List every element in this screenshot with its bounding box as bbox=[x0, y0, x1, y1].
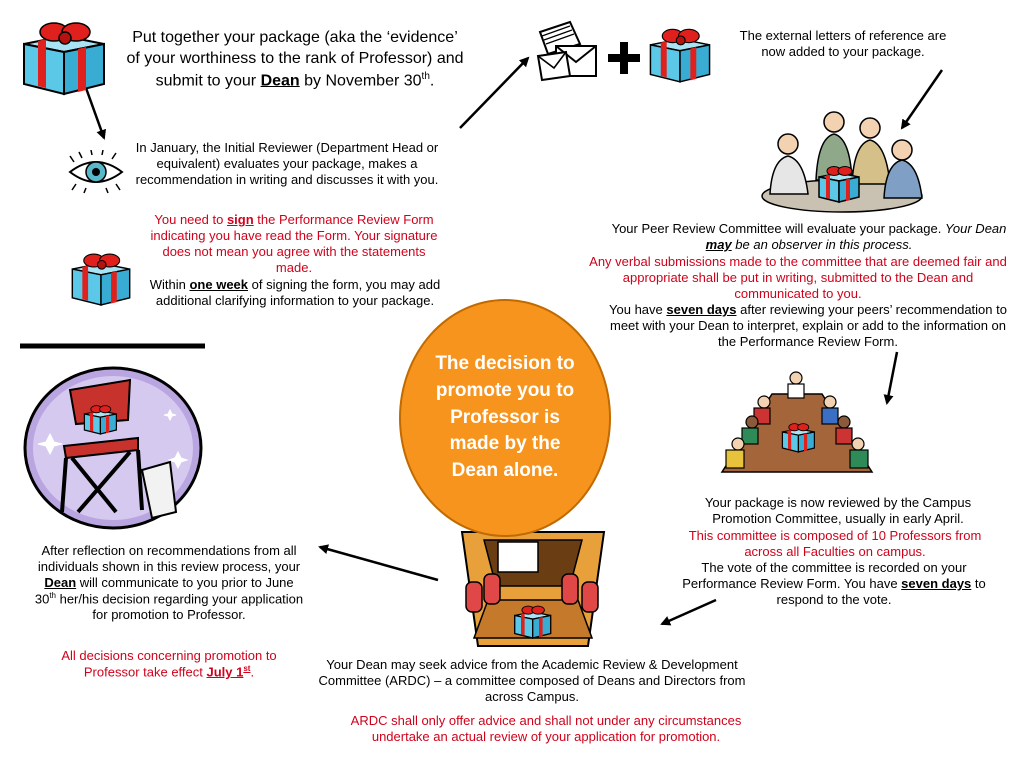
peer-review-text: Your Dean bbox=[944, 221, 1007, 236]
step-initial-review: In January, the Initial Reviewer (Depart… bbox=[135, 140, 439, 187]
superscript: th bbox=[421, 70, 430, 82]
one-week-note: Within one week of signing the form, you… bbox=[132, 277, 458, 309]
note-text: You need to bbox=[154, 212, 227, 227]
step-submit-text: . bbox=[429, 71, 435, 89]
arrow-to-decision bbox=[318, 544, 439, 582]
peer-committee-illustration bbox=[761, 111, 923, 213]
dean-emphasis: Dean bbox=[44, 574, 77, 590]
gift-box-icon bbox=[23, 22, 105, 96]
note-text: Within bbox=[149, 277, 190, 292]
directors-chair-illustration bbox=[23, 366, 203, 530]
step-submit-text: Put together your package (aka the ‘evid… bbox=[126, 29, 464, 89]
note-text: of signing the form, you may add additio… bbox=[155, 277, 441, 308]
decision-text-part: After reflection on recommendations from… bbox=[37, 543, 301, 574]
peer-review-text: be an observer in this process. bbox=[731, 236, 913, 252]
note-text: . bbox=[250, 664, 255, 680]
step-external-letters: The external letters of reference are no… bbox=[739, 28, 947, 59]
note-text: You have bbox=[609, 302, 667, 317]
ardc-boardroom-illustration bbox=[460, 531, 606, 647]
arrow-to-ardc bbox=[660, 598, 717, 626]
step-campus-committee: Your package is now reviewed by the Camp… bbox=[704, 495, 972, 526]
sign-form-note: You need to sign the Performance Review … bbox=[146, 212, 442, 275]
gift-box-icon bbox=[649, 28, 711, 83]
superscript: st bbox=[243, 663, 251, 673]
seven-days-emphasis: seven days bbox=[901, 575, 972, 591]
plus-icon bbox=[608, 42, 640, 74]
note-text: the Performance Review Form indicating y… bbox=[150, 212, 438, 275]
arrow-to-campus-committee bbox=[883, 351, 899, 405]
note-text: The vote of the committee is recorded on… bbox=[682, 560, 967, 591]
dean-emphasis: Dean bbox=[260, 71, 300, 89]
eye-icon bbox=[68, 150, 124, 194]
decision-text-part: will communicate to you prior to June 30 bbox=[34, 574, 294, 606]
note-text: to respond to the vote. bbox=[776, 575, 986, 607]
decision-text: The decision to promote you to Professor… bbox=[435, 352, 575, 482]
step-ardc-advice: Your Dean may seek advice from the Acade… bbox=[318, 657, 746, 704]
arrow-gift-to-eye bbox=[84, 87, 106, 140]
gift-box-icon bbox=[71, 253, 131, 306]
verbal-submissions-note: Any verbal submissions made to the commi… bbox=[589, 254, 1007, 301]
arrow-to-peer-committee bbox=[900, 69, 944, 130]
seven-days-emphasis: seven days bbox=[666, 302, 737, 317]
superscript: th bbox=[49, 590, 56, 600]
step-submit-text: by November 30 bbox=[299, 71, 422, 89]
campus-committee-composition: This committee is composed of 10 Profess… bbox=[688, 528, 982, 559]
effective-date-note: All decisions concerning promotion to Pr… bbox=[40, 648, 298, 680]
step-submit-package: Put together your package (aka the ‘evid… bbox=[125, 28, 465, 92]
peer-review-text: Your Peer Review Committee will evaluate… bbox=[611, 221, 945, 236]
step-dean-decision: After reflection on recommendations from… bbox=[34, 543, 304, 623]
sign-emphasis: sign bbox=[226, 212, 254, 227]
campus-committee-illustration bbox=[720, 371, 874, 473]
note-text: after reviewing your peers’ recommendati… bbox=[610, 302, 1007, 349]
july-first-emphasis: July 1 bbox=[206, 664, 244, 680]
ardc-limitation-note: ARDC shall only offer advice and shall n… bbox=[350, 713, 742, 744]
one-week-emphasis: one week bbox=[189, 277, 249, 292]
seven-days-peer-note: You have seven days after reviewing your… bbox=[600, 302, 1016, 350]
decision-text-part: her/his decision regarding your applicat… bbox=[55, 590, 304, 622]
step-peer-review: Your Peer Review Committee will evaluate… bbox=[600, 221, 1018, 253]
decision-circle: The decision to promote you to Professor… bbox=[399, 299, 611, 537]
committee-vote-note: The vote of the committee is recorded on… bbox=[670, 560, 998, 608]
arrow-to-letters bbox=[459, 56, 530, 129]
may-emphasis: may bbox=[705, 236, 732, 252]
note-text: All decisions concerning promotion to Pr… bbox=[61, 648, 277, 680]
letters-icon bbox=[536, 20, 597, 82]
